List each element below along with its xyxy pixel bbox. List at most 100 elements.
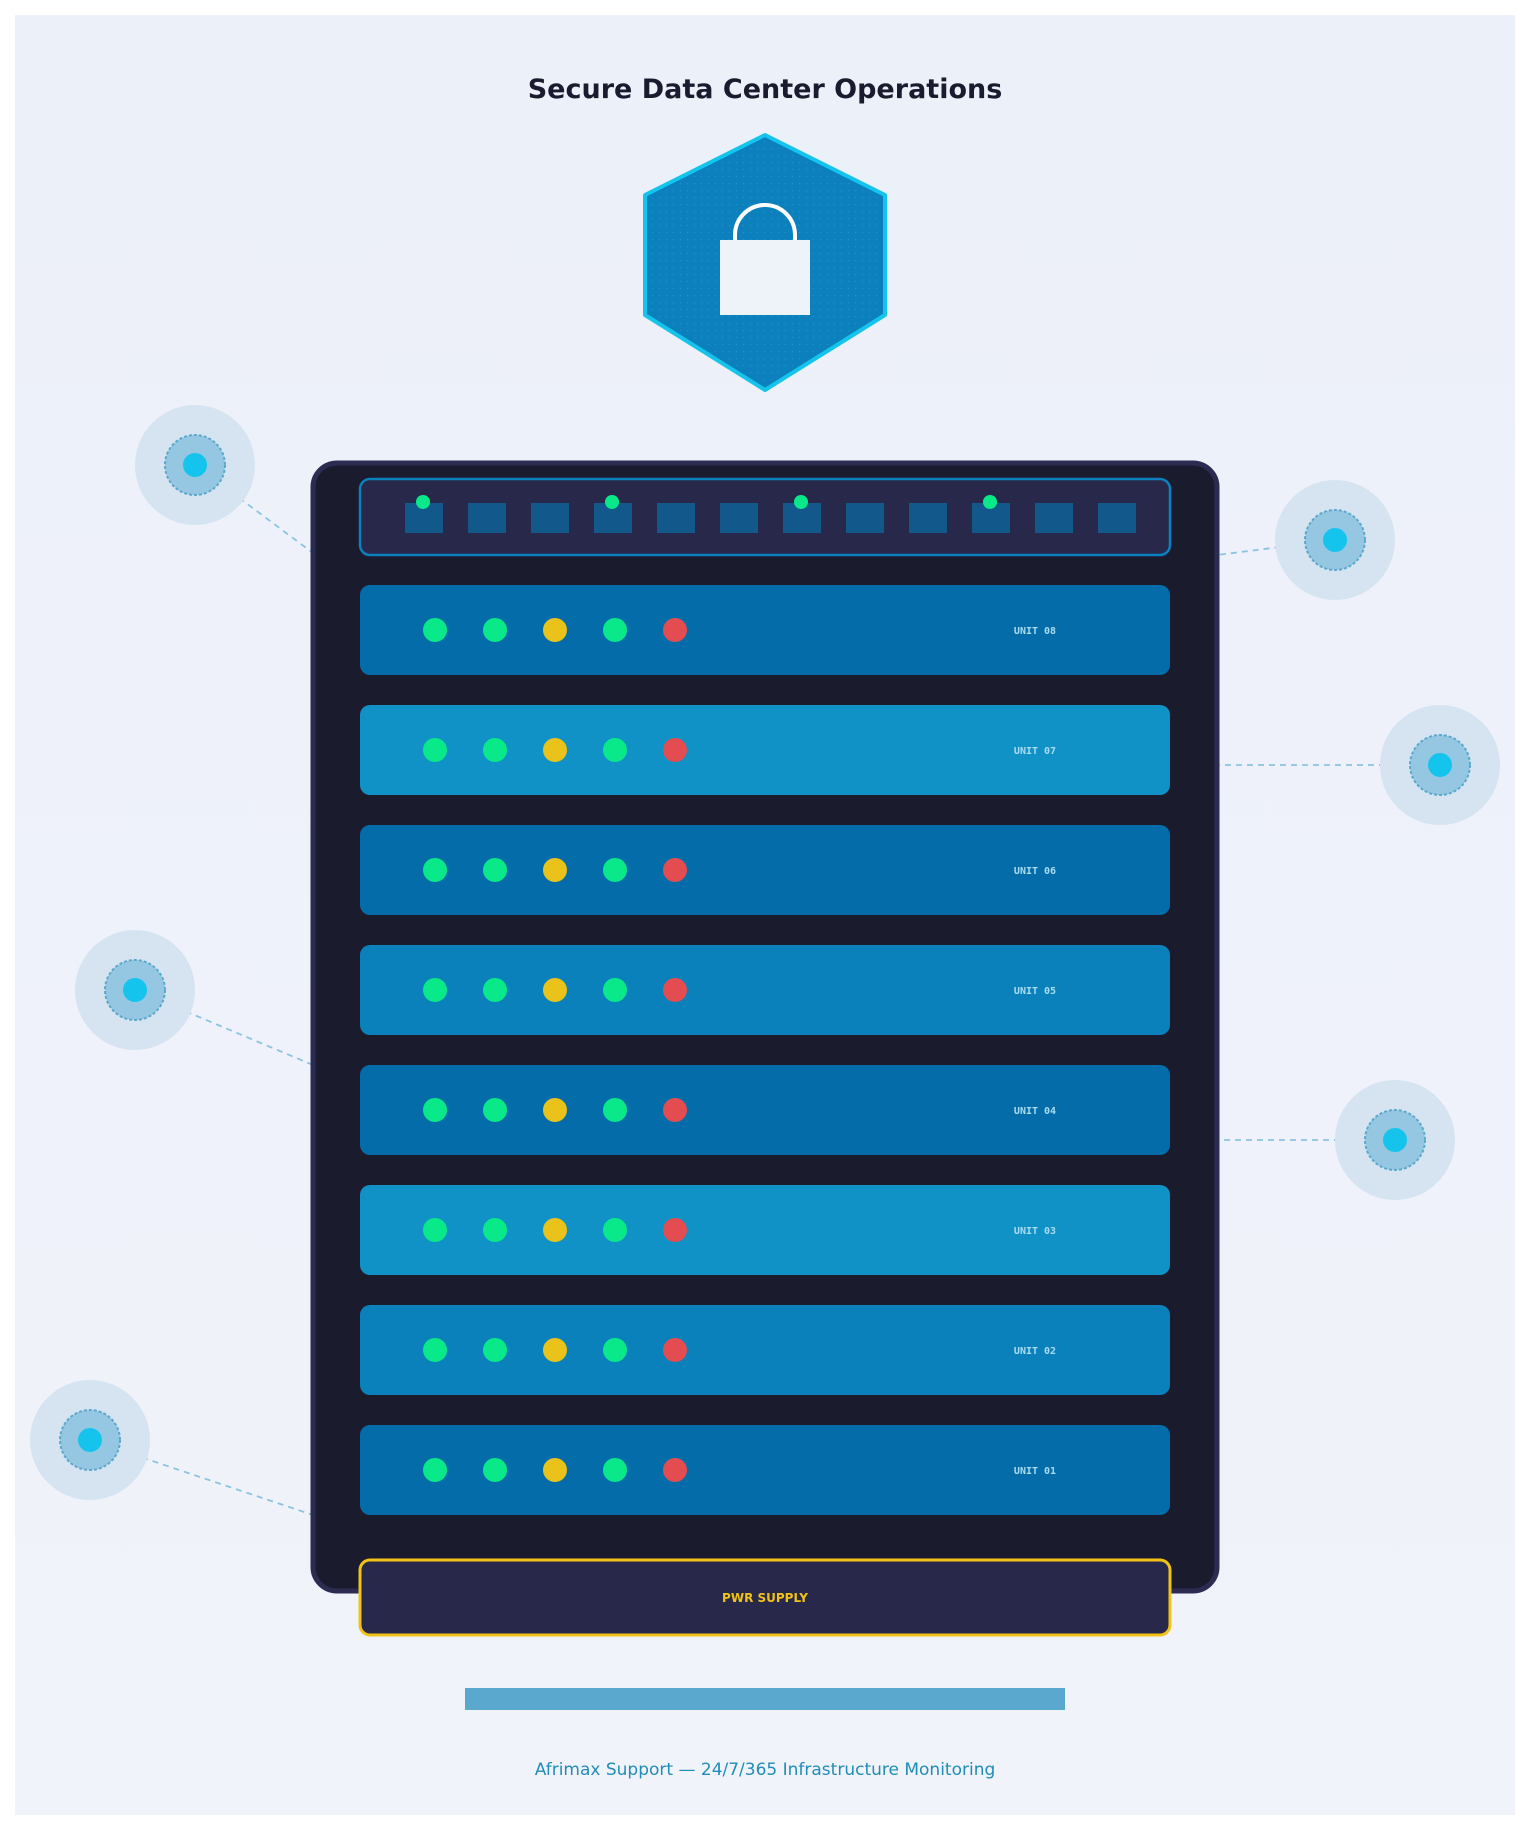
server-unit-bay [360,1305,1170,1395]
patch-port [846,503,884,533]
red-status-led [663,618,687,642]
server-unit: UNIT 01 [360,1425,1170,1515]
green-status-led [603,1218,627,1242]
patch-port [909,503,947,533]
server-unit: UNIT 05 [360,945,1170,1035]
green-status-led [423,1098,447,1122]
security-badge [643,133,887,392]
monitor-node [75,930,195,1050]
node-core [1383,1128,1407,1152]
red-status-led [663,738,687,762]
monitor-node [1275,480,1395,600]
yellow-status-led [543,978,567,1002]
patch-port [1035,503,1073,533]
yellow-status-led [543,1218,567,1242]
server-units: UNIT 08 UNIT 07 UNIT 06 UNIT 05 UNIT 04 UNIT … [360,585,1170,1515]
patch-port [1098,503,1136,533]
server-unit-bay [360,1185,1170,1275]
server-unit-label: UNIT 05 [1014,986,1056,997]
red-status-led [663,1338,687,1362]
patch-port [720,503,758,533]
green-status-led [483,1338,507,1362]
red-status-led [663,858,687,882]
server-unit-bay [360,585,1170,675]
green-status-led [483,978,507,1002]
green-status-led [423,978,447,1002]
server-unit-label: UNIT 08 [1014,626,1056,637]
monitor-nodes [30,405,1500,1500]
green-status-led [603,858,627,882]
power-supply: PWR SUPPLY [358,1558,1172,1637]
monitor-node [1380,705,1500,825]
monitor-node [135,405,255,525]
server-unit-label: UNIT 07 [1014,746,1056,757]
server-unit-label: UNIT 01 [1014,1466,1056,1477]
page-title: Secure Data Center Operations [528,74,1003,105]
server-unit-bay [360,945,1170,1035]
green-status-led [603,978,627,1002]
port-status-led [416,495,430,509]
green-status-led [483,858,507,882]
server-unit: UNIT 04 [360,1065,1170,1155]
power-supply-box [358,1558,1172,1637]
server-unit-label: UNIT 02 [1014,1346,1056,1357]
node-core [1323,528,1347,552]
node-core [183,453,207,477]
green-status-led [423,618,447,642]
server-unit-bay [360,1065,1170,1155]
yellow-status-led [543,738,567,762]
red-status-led [663,1098,687,1122]
patch-panel-ports [405,495,1136,533]
green-status-led [483,738,507,762]
green-status-led [423,1458,447,1482]
server-unit-bay [360,825,1170,915]
status-bar [465,1688,1065,1710]
server-unit: UNIT 06 [360,825,1170,915]
server-unit-label: UNIT 04 [1014,1106,1056,1117]
monitor-node [1335,1080,1455,1200]
green-status-led [603,1458,627,1482]
node-core [78,1428,102,1452]
patch-panel [358,477,1172,557]
red-status-led [663,978,687,1002]
power-supply-label: PWR SUPPLY [722,1591,808,1605]
green-status-led [423,738,447,762]
green-status-led [423,1218,447,1242]
green-status-led [603,1338,627,1362]
green-status-led [483,1218,507,1242]
node-core [1428,753,1452,777]
green-status-led [603,1098,627,1122]
green-status-led [483,1458,507,1482]
patch-port [468,503,506,533]
yellow-status-led [543,858,567,882]
green-status-led [483,1098,507,1122]
red-status-led [663,1458,687,1482]
server-unit-label: UNIT 03 [1014,1226,1056,1237]
footer-caption: Afrimax Support — 24/7/365 Infrastructur… [535,1760,996,1780]
yellow-status-led [543,1098,567,1122]
server-unit-bay [360,1425,1170,1515]
red-status-led [663,1218,687,1242]
server-unit-bay [360,705,1170,795]
padlock-icon [720,203,810,315]
yellow-status-led [543,1338,567,1362]
server-unit: UNIT 02 [360,1305,1170,1395]
port-status-led [983,495,997,509]
server-rack: UNIT 08 UNIT 07 UNIT 06 UNIT 05 UNIT 04 UNIT … [310,460,1220,1594]
server-unit: UNIT 07 [360,705,1170,795]
green-status-led [603,618,627,642]
patch-port [657,503,695,533]
monitor-node [30,1380,150,1500]
yellow-status-led [543,618,567,642]
port-status-led [794,495,808,509]
yellow-status-led [543,1458,567,1482]
green-status-led [423,858,447,882]
green-status-led [603,738,627,762]
server-unit-label: UNIT 06 [1014,866,1056,877]
node-core [123,978,147,1002]
green-status-led [483,618,507,642]
patch-port [531,503,569,533]
server-unit: UNIT 08 [360,585,1170,675]
server-unit: UNIT 03 [360,1185,1170,1275]
